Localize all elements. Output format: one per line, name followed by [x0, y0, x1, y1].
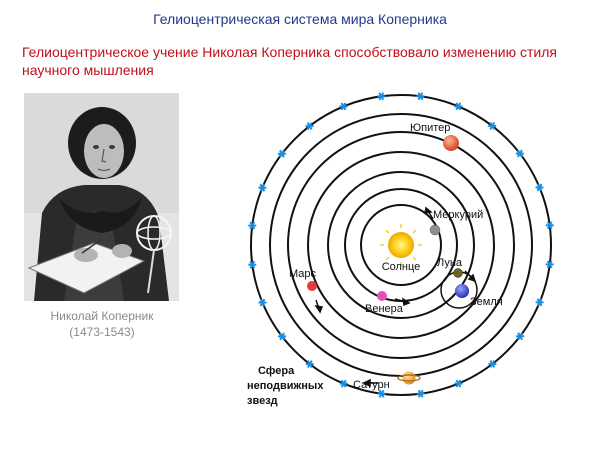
fixed-star-icon [278, 332, 287, 341]
fixed-star-icon [277, 149, 286, 158]
venus-icon [377, 291, 387, 301]
saturn-label: Сатурн [353, 379, 390, 391]
jupiter-orbit [287, 131, 515, 359]
fixed-star-icon [535, 183, 544, 192]
fixed-star-icon [454, 102, 463, 111]
moon-label: Луна [437, 257, 463, 269]
fixed-star-icon [416, 92, 425, 101]
fixed-star-icon [416, 389, 425, 398]
fixed-stars-label-line3: звезд [247, 395, 278, 407]
fixed-star-icon [339, 379, 348, 388]
fixed-star-icon [545, 221, 554, 230]
mercury-icon [429, 224, 441, 236]
venus-label: Венера [365, 303, 404, 315]
moon-icon [453, 268, 463, 278]
fixed-star-icon [305, 122, 314, 131]
fixed-star-icon [516, 332, 525, 341]
fixed-stars-label-line2: неподвижных [247, 380, 324, 392]
fixed-star-icon [488, 121, 497, 130]
jupiter-label: Юпитер [410, 122, 450, 134]
fixed-star-icon [305, 360, 314, 369]
fixed-star-icon [339, 102, 348, 111]
page-title: Гелиоцентрическая система мира Коперника [153, 11, 447, 27]
fixed-star-icon [258, 183, 267, 192]
fixed-stars [248, 92, 554, 398]
earth-orbit [327, 171, 475, 319]
orbit-direction-arrows [314, 206, 477, 388]
mars-icon [307, 281, 317, 291]
caption-years: (1473-1543) [69, 325, 135, 339]
fixed-star-icon [248, 260, 257, 269]
caption-name: Николай Коперник [50, 309, 154, 323]
fixed-star-icon [248, 221, 257, 230]
fixed-star-icon [535, 298, 544, 307]
fixed-star-icon [377, 389, 386, 398]
fixed-star-icon [488, 359, 497, 368]
sphere-of-fixed-stars-orbit [250, 94, 552, 396]
mars-label: Марс [289, 268, 317, 280]
fixed-stars-label-line1: Сфера [258, 365, 295, 377]
sun-rays [380, 224, 422, 266]
saturn-icon [397, 371, 421, 385]
portrait-caption: Николай Коперник (1473-1543) [28, 308, 176, 340]
mercury-orbit [360, 204, 442, 286]
earth-label: Земля [470, 296, 503, 308]
fixed-star-icon [377, 92, 386, 101]
copernicus-portrait [24, 93, 179, 301]
fixed-star-icon [258, 298, 267, 307]
earth-icon [455, 284, 469, 298]
mercury-label: Меркурий [433, 209, 483, 221]
portrait-image [24, 93, 179, 301]
fixed-star-icon [545, 260, 554, 269]
fixed-star-icon [515, 149, 524, 158]
fixed-star-icon [454, 379, 463, 388]
sun-label: Солнце [382, 261, 421, 273]
jupiter-icon [443, 135, 459, 151]
page-subtitle: Гелиоцентрическое учение Николая Коперни… [22, 44, 557, 78]
mars-orbit [307, 151, 495, 339]
sun-icon [388, 232, 414, 258]
